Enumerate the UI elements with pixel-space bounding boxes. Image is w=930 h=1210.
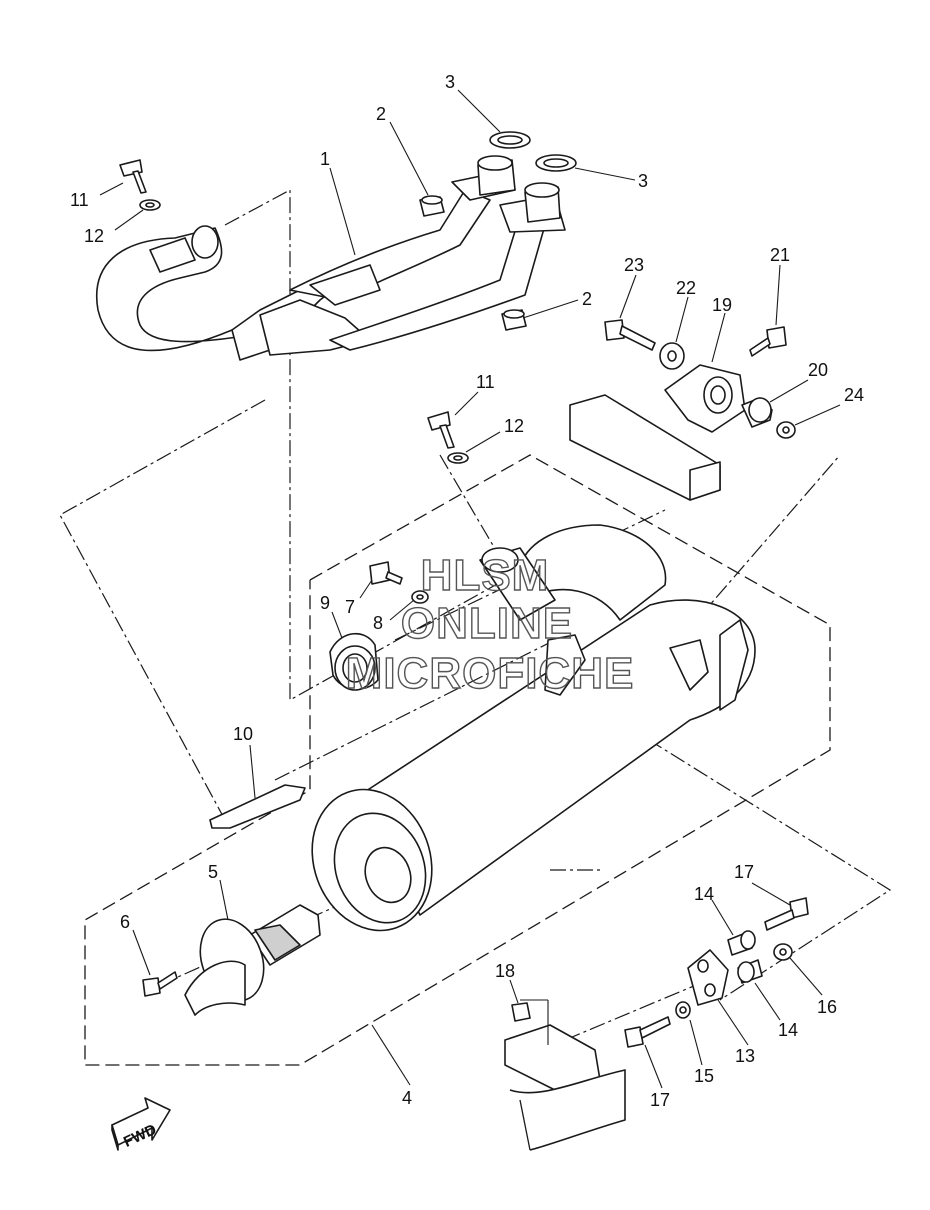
spark-arrester	[184, 904, 321, 1016]
callout-15: 15	[694, 1066, 714, 1086]
callout-4: 4	[402, 1088, 412, 1108]
callout-24: 24	[844, 385, 864, 405]
callout-12-upper: 12	[84, 226, 104, 246]
bolt-7	[369, 561, 403, 585]
washer-24	[776, 421, 796, 439]
callout-9: 9	[320, 593, 330, 613]
callout-18: 18	[495, 961, 515, 981]
callout-10: 10	[233, 724, 253, 744]
callout-3-upper: 3	[445, 72, 455, 92]
callout-12-mid: 12	[504, 416, 524, 436]
bolt-17-lower	[624, 1016, 671, 1048]
lower-frame-mount	[504, 1024, 626, 1151]
washer-upper-12	[139, 199, 161, 211]
washer-15	[675, 1001, 691, 1019]
collar-14-lower	[737, 959, 763, 984]
watermark: HLSM ONLINE MICROFICHE	[345, 550, 635, 698]
exhaust-pipe	[95, 155, 566, 361]
callout-8: 8	[373, 613, 383, 633]
bolt-upper-11	[119, 159, 147, 194]
callout-13: 13	[735, 1046, 755, 1066]
callout-17-upper: 17	[734, 862, 754, 882]
washer-mid-12	[447, 452, 469, 464]
callout-11-upper: 11	[70, 190, 89, 210]
washer-16	[773, 943, 793, 961]
leader-lines	[99, 89, 841, 1089]
callout-19: 19	[712, 295, 732, 315]
nut-18	[511, 1002, 531, 1022]
watermark-line-3: MICROFICHE	[346, 649, 635, 698]
washer-8	[411, 590, 429, 604]
bracket-19	[664, 364, 746, 433]
frame-rail	[569, 394, 721, 501]
callout-3-lower: 3	[638, 171, 648, 191]
callout-labels: 1 2 2 3 3 4 5 6 7 8 9 10 11 11 12 12 13 …	[70, 72, 864, 1110]
bolt-6	[142, 971, 178, 997]
watermark-line-1: HLSM	[421, 551, 550, 600]
flange-nut-upper	[419, 195, 445, 217]
callout-20: 20	[808, 360, 828, 380]
callout-21: 21	[770, 245, 790, 265]
callout-2-lower: 2	[582, 289, 592, 309]
plate-10	[209, 784, 306, 829]
callout-23: 23	[624, 255, 644, 275]
callout-6: 6	[120, 912, 130, 932]
muffler-assembly-outline	[84, 454, 831, 1066]
callout-5: 5	[208, 862, 218, 882]
collar-22	[659, 342, 685, 370]
callout-1: 1	[320, 149, 330, 169]
gasket-lower	[535, 154, 577, 172]
gasket-upper	[489, 131, 531, 149]
gasket-9	[329, 632, 379, 691]
callout-11-mid: 11	[476, 372, 495, 392]
watermark-line-2: ONLINE	[401, 599, 573, 648]
forward-direction-arrow: FWD	[111, 1097, 171, 1151]
bracket-13	[687, 949, 729, 1006]
callout-14-upper: 14	[694, 884, 714, 904]
callout-2-upper: 2	[376, 104, 386, 124]
collar-14-upper	[727, 930, 756, 956]
bolt-mid-11	[427, 411, 455, 449]
bolt-23	[604, 319, 656, 351]
bolt-21	[749, 326, 787, 357]
callout-14-lower: 14	[778, 1020, 798, 1040]
callout-16: 16	[817, 997, 837, 1017]
callout-17-lower: 17	[650, 1090, 670, 1110]
flange-nut-lower	[501, 309, 527, 331]
bolt-17-upper	[764, 897, 809, 931]
muffler	[311, 524, 756, 932]
callout-7: 7	[345, 597, 355, 617]
callout-22: 22	[676, 278, 696, 298]
damper-20	[741, 397, 773, 428]
